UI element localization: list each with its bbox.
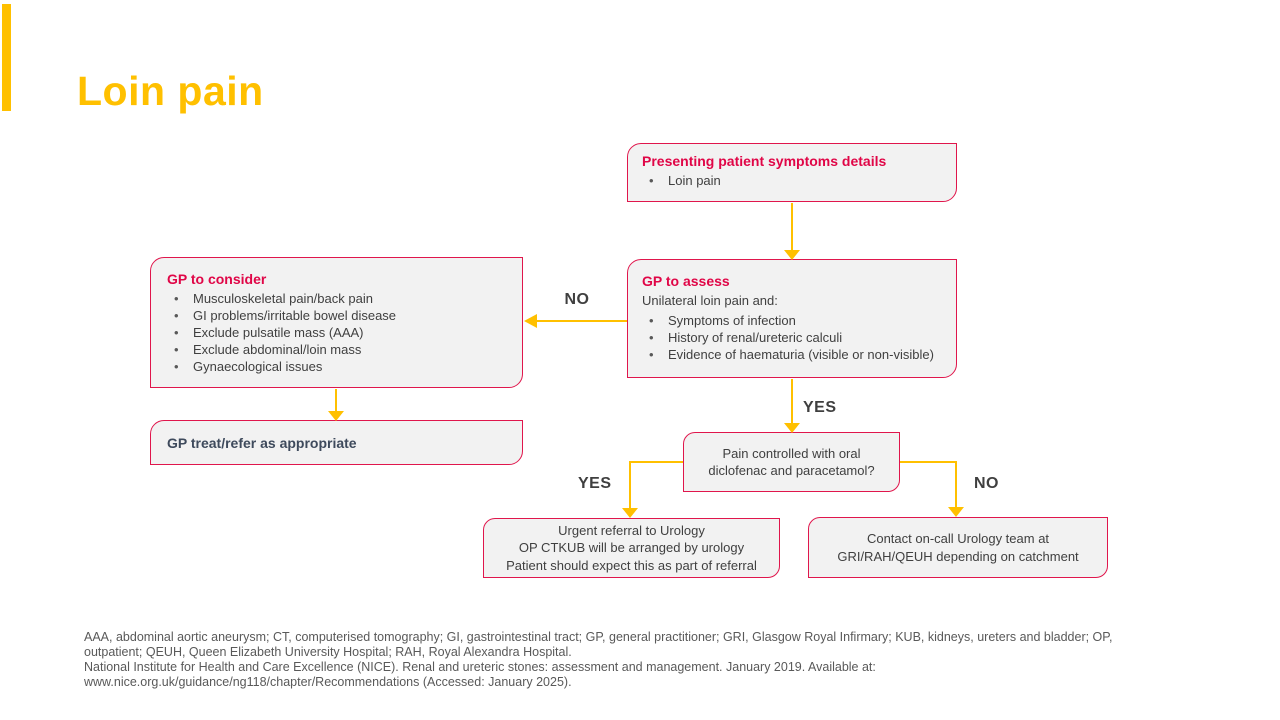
bullet-list: Musculoskeletal pain/back pain GI proble…	[167, 290, 506, 375]
flow-box-urgent-referral: Urgent referral to Urology OP CTKUB will…	[483, 518, 780, 578]
bullet-list: Loin pain	[642, 172, 942, 189]
branch-label-no: NO	[974, 475, 999, 492]
arrow-down-icon	[328, 411, 344, 421]
bullet-item: Evidence of haematuria (visible or non-v…	[642, 346, 942, 363]
box-text-line: Pain controlled with oral	[722, 445, 861, 461]
bullet-item: History of renal/ureteric calculi	[642, 329, 942, 346]
box-text-line: Contact on-call Urology team at	[866, 531, 1050, 546]
footnote-abbreviations-and-reference: AAA, abdominal aortic aneurysm; CT, comp…	[84, 630, 1204, 690]
box-text: GP treat/refer as appropriate	[167, 434, 357, 451]
footnote-line: AAA, abdominal aortic aneurysm; CT, comp…	[84, 630, 1113, 644]
arrow-down-icon	[948, 507, 964, 517]
connector-pain-no-horizontal	[900, 461, 957, 463]
flow-box-gp-to-assess: GP to assess Unilateral loin pain and: S…	[627, 259, 957, 378]
page-title: Loin pain	[77, 68, 264, 114]
box-heading: GP to assess	[642, 273, 730, 289]
arrow-down-icon	[784, 423, 800, 433]
bullet-item: Musculoskeletal pain/back pain	[167, 290, 506, 307]
box-text-line: OP CTKUB will be arranged by urology	[518, 540, 745, 556]
accent-bar	[2, 4, 11, 111]
arrow-left-icon	[524, 314, 537, 328]
footnote-line: National Institute for Health and Care E…	[84, 660, 876, 674]
connector-assess-to-pain-question	[791, 379, 793, 424]
bullet-item: Loin pain	[642, 172, 942, 189]
box-text-line: GRI/RAH/QEUH depending on catchment	[837, 548, 1079, 564]
flow-box-pain-controlled-question: Pain controlled with oral diclofenac and…	[683, 432, 900, 492]
connector-pain-no-vertical	[955, 461, 957, 508]
box-text-line: Urgent referral to Urology	[558, 522, 705, 538]
bullet-item: Symptoms of infection	[642, 312, 942, 329]
connector-presenting-to-assess	[791, 203, 793, 252]
bullet-item: GI problems/irritable bowel disease	[167, 307, 506, 324]
arrow-down-icon	[784, 250, 800, 260]
flow-box-gp-to-consider: GP to consider Musculoskeletal pain/back…	[150, 257, 523, 388]
flow-box-gp-treat-refer: GP treat/refer as appropriate	[150, 420, 523, 465]
footnote-line: outpatient; QEUH, Queen Elizabeth Univer…	[84, 645, 572, 659]
branch-label-no: NO	[564, 291, 590, 308]
flow-box-contact-oncall-urology: Contact on-call Urology team at GRI/RAH/…	[808, 517, 1108, 578]
bullet-item: Exclude abdominal/loin mass	[167, 341, 506, 358]
bullet-list: Symptoms of infection History of renal/u…	[642, 312, 942, 363]
connector-consider-to-treat	[335, 389, 337, 413]
box-text-line: Patient should expect this as part of re…	[506, 557, 757, 573]
box-heading: GP to consider	[167, 271, 267, 287]
box-text-line: diclofenac and paracetamol?	[708, 463, 875, 478]
footnote-line: www.nice.org.uk/guidance/ng118/chapter/R…	[84, 675, 572, 689]
connector-pain-yes-vertical	[629, 461, 631, 509]
flow-box-presenting-symptoms: Presenting patient symptoms details Loin…	[627, 143, 957, 202]
bullet-item: Exclude pulsatile mass (AAA)	[167, 324, 506, 341]
bullet-item: Gynaecological issues	[167, 358, 506, 375]
branch-label-yes: YES	[803, 399, 837, 416]
branch-label-yes: YES	[578, 475, 612, 492]
connector-pain-yes-horizontal	[630, 461, 683, 463]
box-heading: Presenting patient symptoms details	[642, 153, 887, 169]
arrow-down-icon	[622, 508, 638, 518]
box-intro-text: Unilateral loin pain and:	[642, 293, 778, 308]
connector-assess-to-consider	[537, 320, 627, 322]
